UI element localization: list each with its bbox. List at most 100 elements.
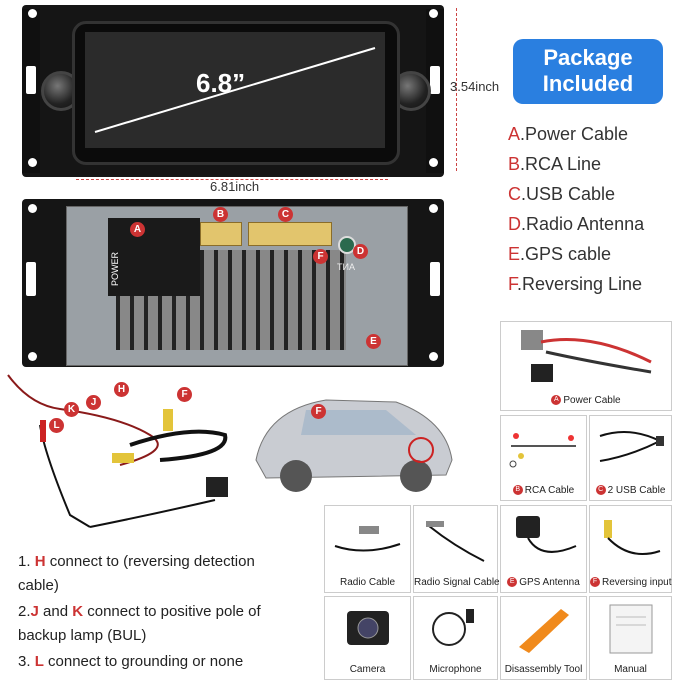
width-label: 6.81inch [210,179,260,194]
radio-signal-cable-icon [426,521,485,562]
marker-f-car: F [311,404,326,419]
marker-b: B [213,207,228,222]
power-harness-socket [108,218,200,296]
instruction-key: J [30,603,39,620]
marker-h: H [114,382,129,397]
caption-label: Disassembly Tool [504,664,583,675]
reversing-cable-diagram [7,374,228,528]
instruction-1: 1. H connect to (reversing detection cab… [18,550,255,598]
package-item: B.RCA Line [508,149,644,179]
caption-marker: C [595,485,606,496]
marker-f: F [177,387,192,402]
reversing-input-icon [604,520,661,555]
mount-hole [429,158,438,167]
usb-connector [248,222,332,246]
microphone-icon [432,609,474,646]
instruction-num: 1. [18,553,31,570]
package-item: E.GPS cable [508,239,644,269]
package-item: D.Radio Antenna [508,209,644,239]
mount-hole [28,158,37,167]
instruction-text: cable) [18,577,59,594]
instruction-3: 3. L connect to grounding or none [18,650,243,674]
marker-l: L [49,418,64,433]
caption-marker: E [507,577,518,588]
caption-label: RCA Cable [524,485,575,496]
package-item: A.Power Cable [508,119,644,149]
package-list: A.Power Cable B.RCA Line C.USB Cable D.R… [508,119,644,299]
instruction-text: and [38,603,73,620]
caption-label: Radio Cable [339,577,396,588]
marker-a: A [130,222,145,237]
mount-slot [430,66,440,94]
mount-hole [429,352,438,361]
screen-diagonal-arrow [94,47,376,133]
item-letter: E [508,244,521,264]
gps-antenna-icon [516,516,577,553]
caption-label: Camera [349,664,386,675]
item-label: .Power Cable [520,124,629,144]
car-illustration [255,399,453,492]
rca-cable-icon [509,433,576,468]
accessory-microphone: Microphone [413,596,498,680]
instruction-key: L [34,653,44,670]
height-dimension-line [456,8,457,171]
caption-label: Reversing input [602,577,672,588]
instruction-key: K [72,603,84,620]
marker-j: J [86,395,101,410]
instruction-num: 2. [18,603,31,620]
mount-slot [26,66,36,94]
manual-icon [609,604,653,654]
mount-hole [429,204,438,213]
package-included-badge: Package Included [513,39,663,104]
marker-f: F [313,249,328,264]
caption-label: Radio Signal Cable [414,577,500,588]
instruction-text: backup lamp (BUL) [18,627,147,644]
instruction-num: 3. [18,653,31,670]
marker-e: E [366,334,381,349]
radio-cable-icon [334,526,401,552]
tna-label: TИA [337,262,355,272]
height-label: 3.54inch [450,79,500,94]
item-label: .RCA Line [520,154,602,174]
marker-d: D [353,244,368,259]
width-dimension-line [76,179,388,180]
caption-label: Manual [614,664,647,675]
accessory-radio-cable: Radio Cable [324,505,411,593]
badge-line2: Included [542,71,634,96]
item-letter: F [508,274,517,294]
marker-c: C [278,207,293,222]
accessory-camera: Camera [324,596,411,680]
package-item: C.USB Cable [508,179,644,209]
item-letter: A [508,124,521,144]
caption-marker: F [590,577,600,588]
camera-icon [347,611,389,645]
caption-marker: B [512,485,523,496]
item-label: .USB Cable [521,184,616,204]
item-label: .Reversing Line [517,274,643,294]
package-item: F.Reversing Line [508,269,644,299]
marker-k: K [64,402,79,417]
accessory-radio-signal-cable: Radio Signal Cable [413,505,500,593]
accessory-disassembly-tool: Disassembly Tool [500,596,587,680]
item-letter: D [508,214,521,234]
mount-hole [28,204,37,213]
power-cable-icon [521,330,652,382]
item-letter: C [508,184,521,204]
mount-slot [430,262,440,296]
instruction-2: 2.J and K connect to positive pole of ba… [18,600,261,648]
usb-cable-icon [599,431,664,462]
instruction-text: connect to (reversing detection [45,553,255,570]
mount-hole [28,352,37,361]
item-label: .GPS cable [520,244,612,264]
instruction-key: H [34,553,46,570]
instruction-text: connect to grounding or none [43,653,244,670]
instruction-text: connect to positive pole of [83,603,261,620]
rca-connector [200,222,242,246]
mount-slot [26,262,36,296]
caption-marker: A [551,395,562,406]
caption-label: Microphone [429,664,482,675]
